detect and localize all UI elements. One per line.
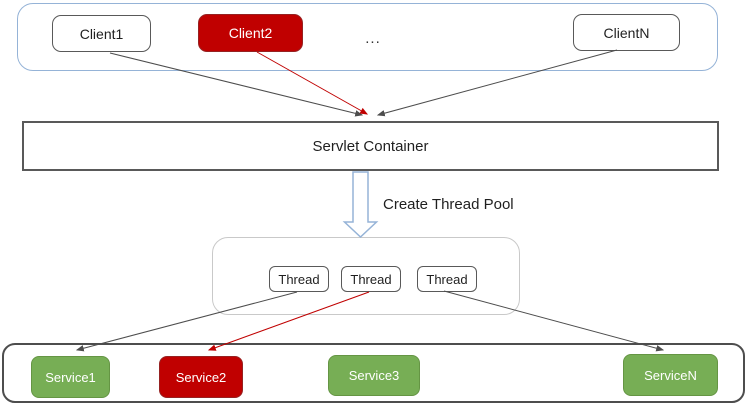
servlet-container-label: Servlet Container bbox=[312, 137, 429, 155]
node-service2-label: Service2 bbox=[175, 369, 227, 385]
node-client2: Client2 bbox=[198, 14, 303, 52]
node-serviceN-label: ServiceN bbox=[644, 367, 697, 383]
create-thread-pool-label: Create Thread Pool bbox=[383, 196, 514, 213]
node-thread-3: Thread bbox=[417, 266, 477, 292]
node-client2-label: Client2 bbox=[228, 25, 273, 41]
node-client1: Client1 bbox=[52, 15, 151, 52]
block-arrow-create-thread-pool bbox=[342, 171, 379, 239]
node-service1-label: Service1 bbox=[45, 369, 96, 385]
node-serviceN: ServiceN bbox=[623, 354, 718, 396]
node-service1: Service1 bbox=[31, 356, 110, 398]
node-service2: Service2 bbox=[159, 356, 243, 398]
node-clientN-label: ClientN bbox=[603, 24, 650, 41]
node-thread-2: Thread bbox=[341, 266, 401, 292]
node-service3-label: Service3 bbox=[348, 368, 400, 383]
node-clientN: ClientN bbox=[573, 14, 680, 51]
node-client1-label: Client1 bbox=[79, 25, 124, 42]
clients-ellipsis: ... bbox=[365, 30, 381, 47]
node-thread-2-label: Thread bbox=[350, 271, 392, 287]
node-thread-3-label: Thread bbox=[426, 271, 468, 287]
node-service3: Service3 bbox=[328, 355, 420, 396]
node-thread-1-label: Thread bbox=[278, 271, 320, 287]
servlet-container-box: Servlet Container bbox=[22, 121, 719, 171]
node-thread-1: Thread bbox=[269, 266, 329, 292]
